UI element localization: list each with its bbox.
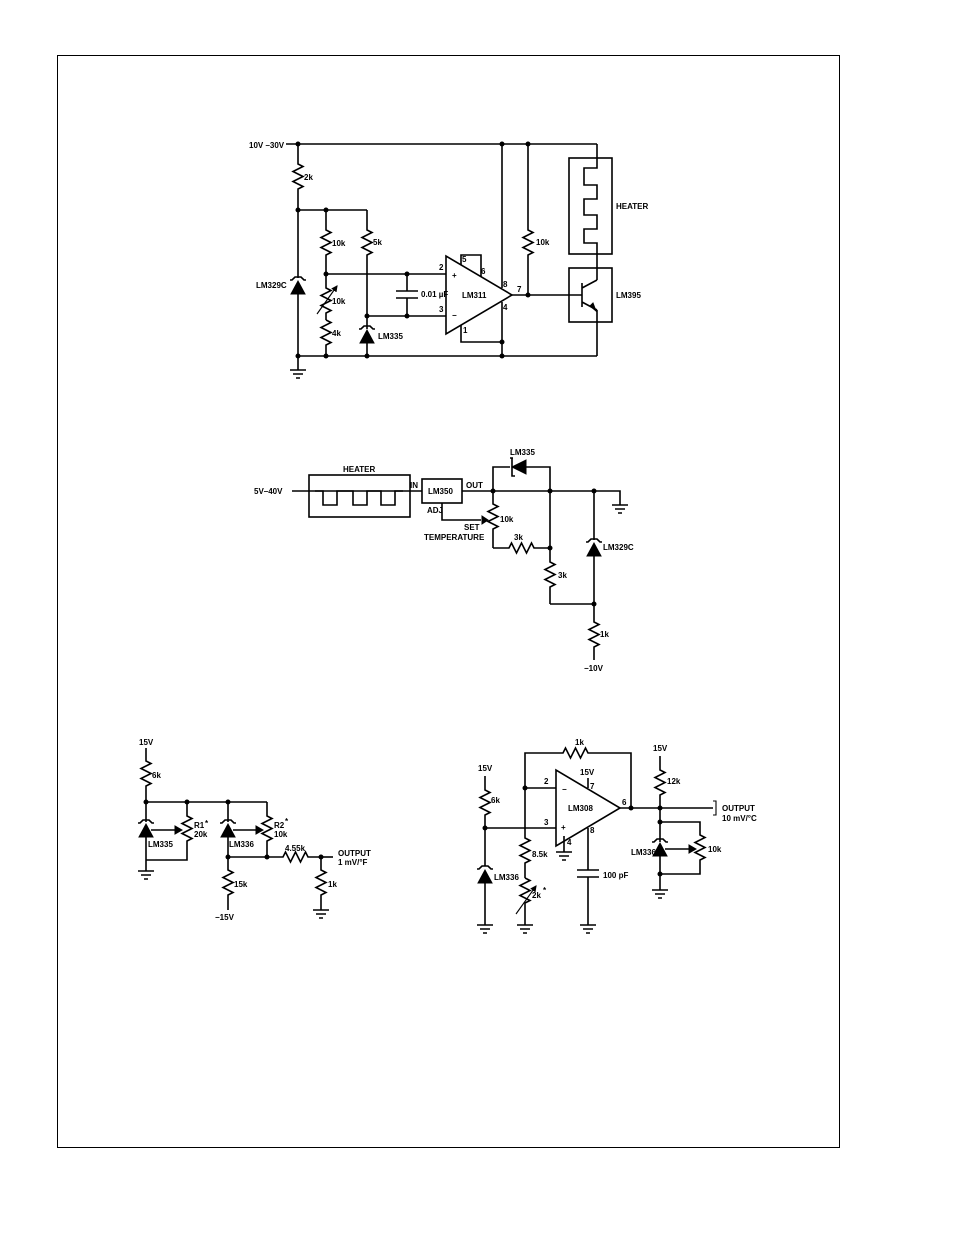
c4-opamp-label: LM308 xyxy=(568,804,593,813)
c4-supply2-label: 15V xyxy=(653,744,668,753)
c1-cap-label: 0.01 µF xyxy=(421,290,448,299)
c2-in-label: IN xyxy=(410,481,418,490)
c1-pin8: 8 xyxy=(503,280,508,289)
c2-neg-label: −10V xyxy=(584,664,604,673)
c2-sensor-label: LM335 xyxy=(510,448,535,457)
c4-output2-label: 10 mV/°C xyxy=(722,814,757,823)
c1-sensor-label: LM335 xyxy=(378,332,403,341)
c1-pin7: 7 xyxy=(517,285,522,294)
c2-supply-label: 5V–40V xyxy=(254,487,283,496)
circuit-4-celsius-thermometer: 15V 6k LM336 1k 2 3 8.5k 2k * − + LM308 … xyxy=(477,738,757,934)
c4-minus: − xyxy=(562,785,567,794)
c1-pin6: 6 xyxy=(481,267,486,276)
c1-ref-label: LM329C xyxy=(256,281,287,290)
c1-pin1: 1 xyxy=(463,326,468,335)
page-frame xyxy=(57,55,840,1148)
c2-r-c-label: 1k xyxy=(600,630,609,639)
c4-vcc-label: 15V xyxy=(580,768,595,777)
c4-r-div-label: 8.5k xyxy=(532,850,548,859)
c4-r-top-label: 6k xyxy=(491,796,500,805)
c2-adj-label: ADJ xyxy=(427,506,443,515)
c4-pot2-label: 10k xyxy=(708,845,722,854)
c4-supply-label: 15V xyxy=(478,764,493,773)
c4-sensor-label: LM336 xyxy=(494,873,519,882)
c1-supply-label: 10V –30V xyxy=(249,141,285,150)
c4-pin2: 2 xyxy=(544,777,549,786)
c1-plus: + xyxy=(452,271,457,280)
c1-pin4: 4 xyxy=(503,303,508,312)
c1-r-a-label: 10k xyxy=(332,239,346,248)
c2-pot-label: 10k xyxy=(500,515,514,524)
c4-pin8: 8 xyxy=(590,826,595,835)
c1-minus: − xyxy=(452,311,457,320)
c1-heater-label: HEATER xyxy=(616,202,649,211)
c2-r-b-label: 3k xyxy=(558,571,567,580)
c3-r-load-label: 1k xyxy=(328,880,337,889)
c2-heater-label: HEATER xyxy=(343,465,376,474)
c4-pot-star: * xyxy=(543,886,547,895)
c1-pin5: 5 xyxy=(462,255,467,264)
c1-r-b-label: 5k xyxy=(373,238,382,247)
c2-set1-label: SET xyxy=(464,523,480,532)
c1-r-pull-label: 10k xyxy=(536,238,550,247)
c3-r2-star: * xyxy=(285,817,289,826)
c2-heater-box xyxy=(308,474,411,518)
c4-pin4: 4 xyxy=(567,838,572,847)
c3-r1-label: R1 xyxy=(194,821,205,830)
c1-pin2: 2 xyxy=(439,263,444,272)
c4-pot-label: 2k xyxy=(532,891,541,900)
c1-transistor-label: LM395 xyxy=(616,291,641,300)
c1-opamp-label: LM311 xyxy=(462,291,487,300)
c3-r-top-label: 6k xyxy=(152,771,161,780)
c3-r2-label: R2 xyxy=(274,821,285,830)
c4-r-pull-label: 12k xyxy=(667,777,681,786)
c4-output1-label: OUTPUT xyxy=(722,804,755,813)
c3-r-bot-label: 15k xyxy=(234,880,248,889)
c1-heater-box xyxy=(568,157,613,255)
c2-set2-label: TEMPERATURE xyxy=(424,533,485,542)
c4-pin3: 3 xyxy=(544,818,549,827)
c2-out-label: OUT xyxy=(466,481,483,490)
c4-r-fb-label: 1k xyxy=(575,738,584,747)
c3-r1-val: 20k xyxy=(194,830,208,839)
circuit-3-fahrenheit-thermometer: 15V 6k LM335 R1 * 20k LM336 R2 * 10k xyxy=(138,738,371,922)
c3-supply-label: 15V xyxy=(139,738,154,747)
c1-transistor-box xyxy=(568,267,613,323)
circuit-1-oven-controller: 10V –30V 2k LM329C 10k 10k 4k 5k xyxy=(249,141,649,379)
c3-r1-star: * xyxy=(205,819,209,828)
c1-r-top-label: 2k xyxy=(304,173,313,182)
c3-output2-label: 1 mV/°F xyxy=(338,858,368,867)
circuit-2-regulator-heater: 5V–40V HEATER IN LM350 OUT ADJ LM335 10k… xyxy=(254,448,634,673)
c1-r-c-label: 4k xyxy=(332,329,341,338)
c1-pot-label: 10k xyxy=(332,297,346,306)
c4-sensor2-label: LM336 xyxy=(631,848,656,857)
c3-r-series-label: 4.55k xyxy=(285,844,306,853)
c4-pin7: 7 xyxy=(590,782,595,791)
c3-r2-val: 10k xyxy=(274,830,288,839)
c1-pin3: 3 xyxy=(439,305,444,314)
c3-sensor1-label: LM335 xyxy=(148,840,173,849)
c2-r-a-label: 3k xyxy=(514,533,523,542)
c3-output1-label: OUTPUT xyxy=(338,849,371,858)
c2-ref-label: LM329C xyxy=(603,543,634,552)
c3-neg-label: −15V xyxy=(215,913,235,922)
c4-plus: + xyxy=(561,823,566,832)
c4-pin6: 6 xyxy=(622,798,627,807)
c3-sensor2-label: LM336 xyxy=(229,840,254,849)
c4-cap-label: 100 pF xyxy=(603,871,628,880)
c2-reg-label: LM350 xyxy=(428,487,453,496)
